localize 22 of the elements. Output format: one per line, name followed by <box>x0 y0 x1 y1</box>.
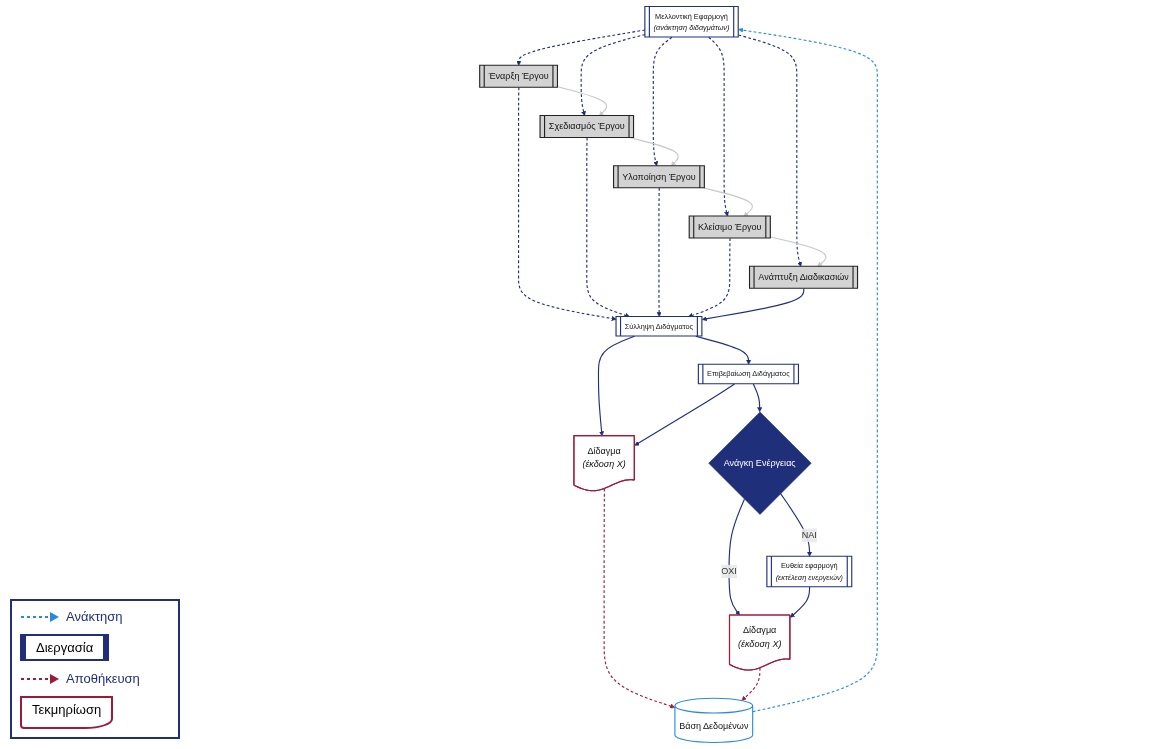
legend-process-sample: Διεργασία <box>20 634 110 661</box>
arrow <box>701 288 805 322</box>
arrow <box>603 488 676 709</box>
arrow <box>789 586 811 618</box>
arrow <box>738 27 878 713</box>
edge-label: ΟΧΙ <box>721 566 737 577</box>
arrow <box>741 667 761 701</box>
node-diamond: Ανάγκη Ενέργειας <box>708 411 812 515</box>
legend-document-sample: Τεκμηρίωση <box>20 696 114 729</box>
arrow <box>634 383 736 446</box>
arrow <box>770 236 827 267</box>
arrow <box>737 34 803 267</box>
arrow <box>516 29 646 66</box>
arrow <box>518 87 617 321</box>
arrow <box>752 383 763 413</box>
legend-label: Αποθήκευση <box>66 671 140 686</box>
arrow <box>580 33 646 116</box>
arrow <box>780 493 812 557</box>
edge-label: ΝΑΙ <box>801 530 817 540</box>
legend-label: Ανάκτηση <box>66 609 123 624</box>
arrow <box>703 187 753 217</box>
arrow <box>557 86 608 116</box>
